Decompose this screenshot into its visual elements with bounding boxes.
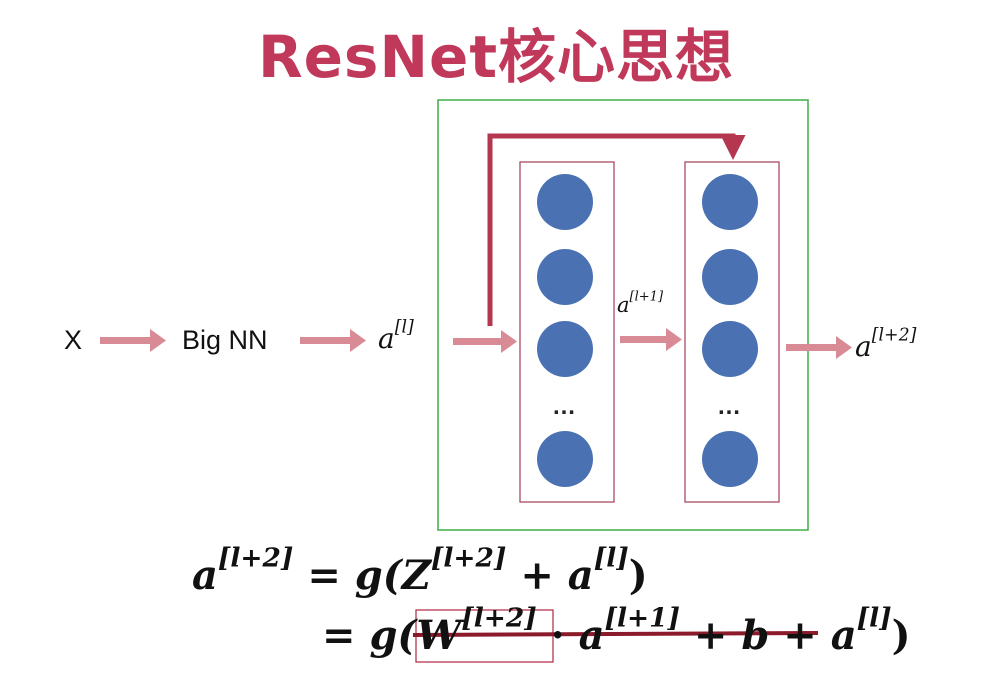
neuron xyxy=(702,321,758,377)
hidden-layer-2-box xyxy=(684,161,780,503)
activation-l-label: a[l] xyxy=(378,317,414,355)
neuron xyxy=(702,249,758,305)
hidden-layer-1-box xyxy=(519,161,615,503)
layer-1-ellipsis: … xyxy=(552,393,577,420)
slide-title: ResNet核心思想 xyxy=(257,23,735,91)
hidden-layer-1-neurons xyxy=(537,174,593,487)
arrow-al-to-layer1 xyxy=(453,330,517,353)
neuron xyxy=(537,249,593,305)
arrow-layer2-to-output xyxy=(786,336,852,359)
eq1-z-term: Z[l+2] xyxy=(401,542,507,599)
eq2-a-term: a[l] xyxy=(830,602,892,659)
eq2-a-mid-term: a[l+1] xyxy=(578,602,680,659)
neuron xyxy=(537,174,593,230)
big-nn-label: Big NN xyxy=(182,325,268,355)
neuron xyxy=(702,174,758,230)
eq1-lhs: a[l+2] xyxy=(192,542,294,599)
equation-line-2: = g(W[l+2] · a[l+1] + b + a[l]) xyxy=(322,602,911,659)
neuron xyxy=(537,321,593,377)
arrow-layer1-to-layer2 xyxy=(620,328,682,351)
layer-2-ellipsis: … xyxy=(717,393,742,420)
eq2-w-term: W[l+2] xyxy=(416,602,537,659)
residual-block-box xyxy=(437,99,809,531)
eq1-a-term: a[l] xyxy=(567,542,629,599)
neuron xyxy=(702,431,758,487)
skip-connection-arrow xyxy=(487,133,746,326)
hidden-layer-2-neurons xyxy=(702,174,758,487)
eq2-b-term: b xyxy=(741,612,770,659)
activation-l2-label: a[l+2] xyxy=(855,325,917,363)
arrow-bignn-to-al xyxy=(300,329,366,352)
neuron xyxy=(537,431,593,487)
input-x-label: X xyxy=(64,325,83,355)
activation-l1-label: a[l+1] xyxy=(617,289,664,317)
equation-line-1: a[l+2] = g(Z[l+2] + a[l]) xyxy=(192,542,648,599)
strike-through-line xyxy=(412,631,819,637)
flow-arrows xyxy=(100,328,852,359)
arrow-x-to-bignn xyxy=(100,329,166,352)
